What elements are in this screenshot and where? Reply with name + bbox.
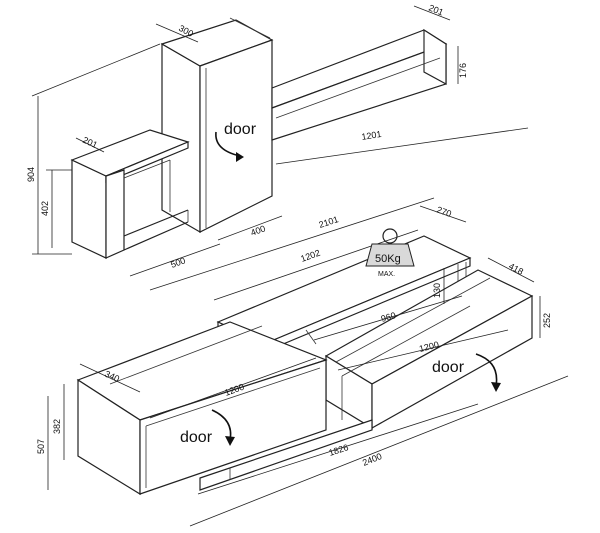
- dim-500: 500: [169, 255, 187, 270]
- dim-960: 960: [380, 310, 397, 324]
- max-weight-icon: 50Kg MAX.: [365, 228, 415, 278]
- dim-402: 402: [40, 201, 50, 216]
- door-arrow-right-unit: [475, 353, 498, 387]
- dim-418: 418: [507, 261, 525, 277]
- weight-max-label: MAX.: [378, 271, 395, 278]
- dim-2400: 2400: [361, 451, 383, 468]
- door-labels: door door door: [180, 121, 501, 446]
- dim-507: 507: [36, 439, 46, 454]
- door-label-tall-cabinet: door: [224, 121, 257, 138]
- dim-1201: 1201: [361, 129, 382, 142]
- dim-1202: 1202: [299, 248, 321, 264]
- weight-value: 50Kg: [375, 253, 401, 265]
- dim-270: 270: [435, 204, 453, 219]
- dim-382: 382: [52, 419, 62, 434]
- small-shelf-unit: [70, 129, 190, 259]
- dimension-lines: [31, 5, 569, 527]
- dim-2101: 2101: [318, 214, 340, 230]
- tall-cabinet: [160, 17, 274, 234]
- left-drawer-unit: [76, 321, 373, 496]
- dim-400: 400: [249, 223, 267, 238]
- door-label-right-unit: door: [432, 359, 465, 376]
- wall-shelf: [271, 28, 448, 141]
- arrowhead-icon: [491, 382, 501, 392]
- door-label-left-unit: door: [180, 429, 213, 446]
- arrowhead-icon: [225, 436, 235, 446]
- dim-176: 176: [458, 63, 468, 78]
- dim-1200-right: 1200: [418, 339, 440, 354]
- dim-130: 130: [432, 283, 442, 298]
- dim-252: 252: [542, 313, 552, 328]
- door-arrow-tall-cabinet: [215, 131, 241, 157]
- arrowhead-icon: [236, 152, 244, 162]
- dim-904: 904: [26, 167, 36, 182]
- dim-201-wall: 201: [427, 3, 445, 18]
